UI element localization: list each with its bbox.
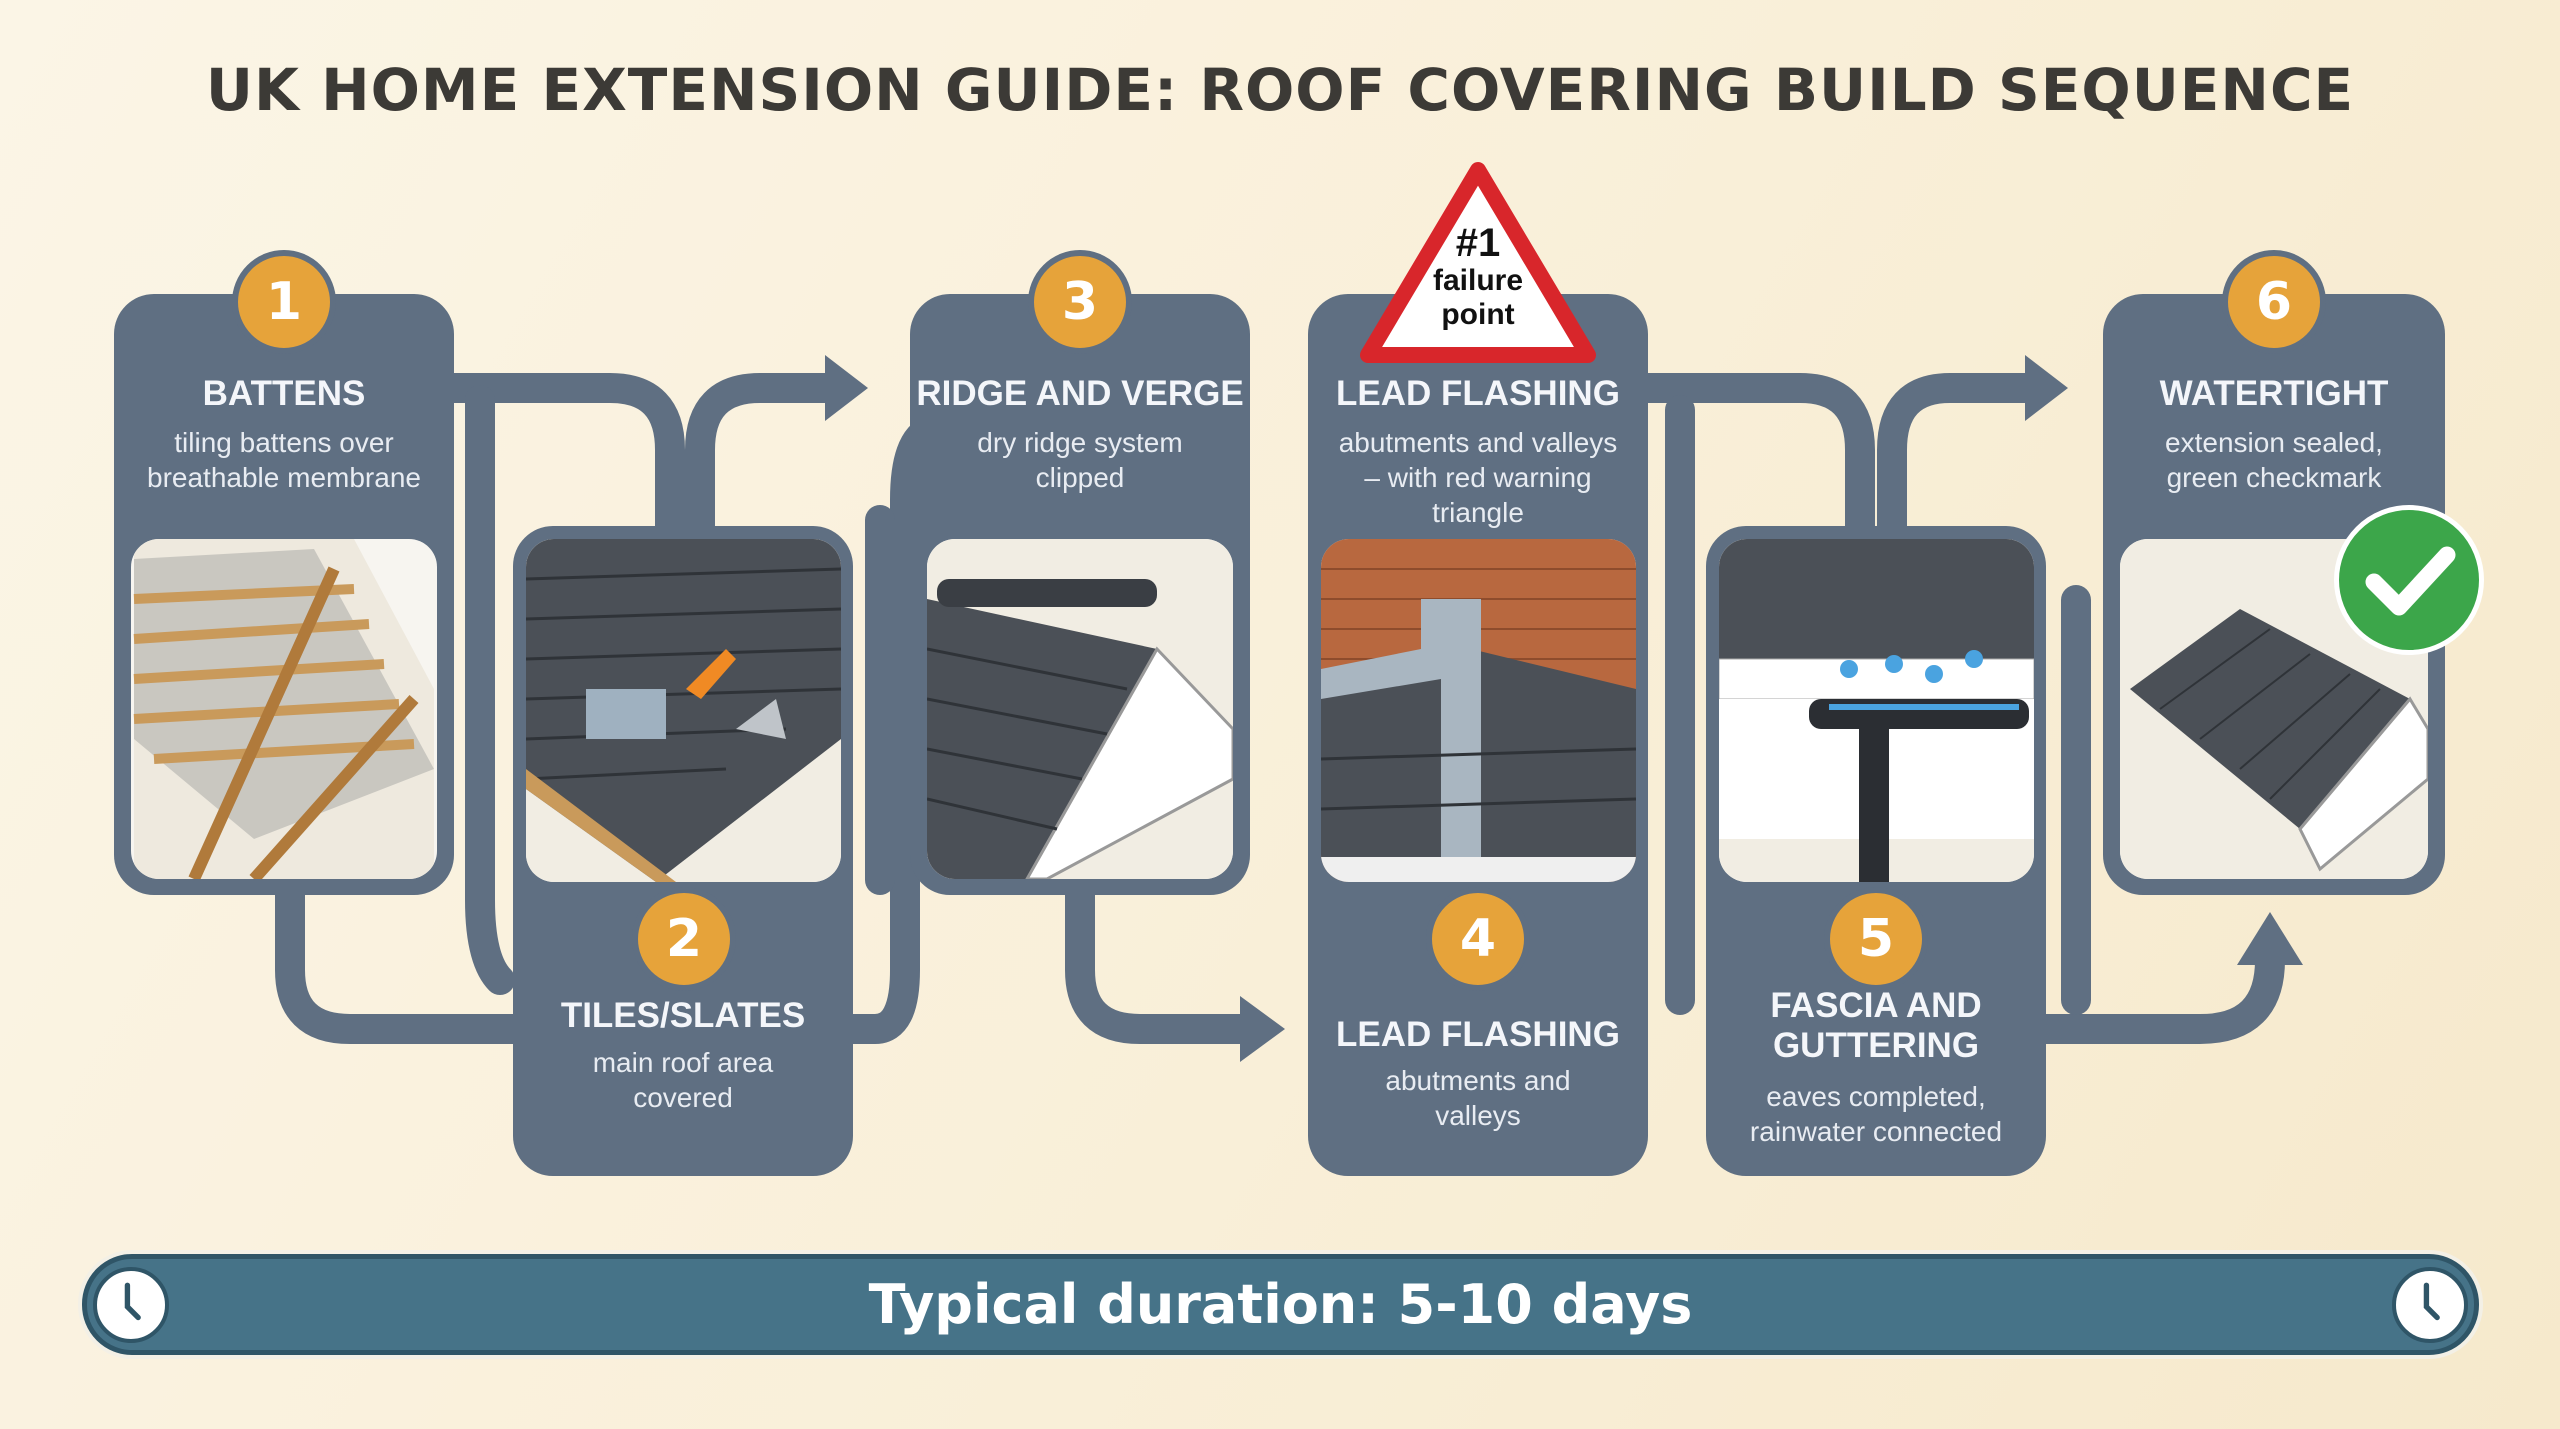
failure-point-label: #1 failure point [1360, 222, 1596, 332]
step-title: TILES/SLATES [560, 996, 806, 1035]
step-title-line: GUTTERING [1772, 1026, 1980, 1065]
step-title: WATERTIGHT [2159, 374, 2389, 413]
step-number-badge-3: 3 [1028, 250, 1132, 354]
step-card-1: BATTENS tiling battens over breathable m… [114, 294, 454, 895]
step-desc-line: rainwater connected [1749, 1116, 2003, 1147]
step-desc-line: valleys [1435, 1100, 1521, 1131]
step-number-badge-5: 5 [1824, 887, 1928, 991]
connector-5-6 [2031, 945, 2285, 1044]
ridge-verge-illustration [927, 539, 1233, 879]
step-card-2: TILES/SLATES main roof area covered [513, 526, 853, 1176]
step-card-3: RIDGE AND VERGE dry ridge system clipped [910, 294, 1250, 895]
step-top-title: LEAD FLASHING [1336, 374, 1620, 413]
arrowhead-to-3 [825, 355, 868, 421]
step-title: BATTENS [202, 374, 366, 413]
step-desc-line: extension sealed, [2165, 427, 2383, 458]
step-desc-line: covered [633, 1082, 733, 1113]
step-card-6: WATERTIGHT extension sealed, green check… [2103, 294, 2445, 895]
green-checkmark-icon [2334, 505, 2484, 655]
warning-line-2: failure [1432, 264, 1524, 297]
step-title: RIDGE AND VERGE [916, 374, 1244, 413]
finished-roof-illustration [2120, 539, 2428, 879]
step-title: LEAD FLASHING [1336, 1015, 1620, 1054]
step-desc-line: – with red warning [1364, 462, 1592, 493]
step-desc-line: tiling battens over [174, 427, 394, 458]
step-desc-line: abutments and valleys [1338, 427, 1618, 458]
step-desc-line: abutments and [1385, 1065, 1571, 1096]
step-title-line: FASCIA AND [1770, 986, 1982, 1025]
connector-4-5 [1633, 373, 1875, 541]
step-card-4: LEAD FLASHING abutments and valleys – wi… [1308, 294, 1648, 1176]
tiles-illustration [526, 539, 841, 882]
step-number-badge-4: 4 [1426, 887, 1530, 991]
step-number-badge-1: 1 [232, 250, 336, 354]
arrowhead-to-4 [1240, 996, 1285, 1062]
connector-1-3 [685, 373, 845, 541]
step-number-badge-2: 2 [632, 887, 736, 991]
warning-line-1: #1 [1455, 221, 1501, 265]
step-card-5: FASCIA AND GUTTERING eaves completed, ra… [1706, 526, 2046, 1176]
step-desc-line: clipped [1035, 462, 1125, 493]
step-desc-line: dry ridge system [977, 427, 1183, 458]
connector-1-2-bottom [275, 880, 528, 1044]
gutter-illustration [1719, 539, 2034, 882]
step-number-badge-6: 6 [2222, 250, 2326, 354]
duration-text: Typical duration: 5-10 days [868, 1273, 1693, 1336]
step-desc-line: triangle [1432, 497, 1524, 528]
connector-1-2 [439, 373, 685, 541]
clock-icon [2392, 1267, 2468, 1343]
connector-3-4 [1065, 880, 1255, 1044]
step-desc-line: green checkmark [2166, 462, 2382, 493]
lead-flashing-illustration [1321, 539, 1636, 882]
step-desc-line: eaves completed, [1766, 1081, 1986, 1112]
step-desc-line: main roof area [592, 1047, 774, 1078]
warning-triangle-icon [1360, 162, 1596, 363]
battens-illustration [131, 539, 437, 879]
duration-bar: Typical duration: 5-10 days [82, 1254, 2479, 1355]
step-desc-line: breathable membrane [147, 462, 421, 493]
clock-icon [93, 1267, 169, 1343]
warning-line-3: point [1441, 298, 1515, 331]
connector-4-6 [1877, 373, 2045, 541]
page-title: UK HOME EXTENSION GUIDE: ROOF COVERING B… [205, 56, 2355, 124]
connector-1-left [465, 385, 515, 995]
arrowhead-up-to-6 [2237, 912, 2303, 965]
arrowhead-to-6 [2025, 355, 2068, 421]
